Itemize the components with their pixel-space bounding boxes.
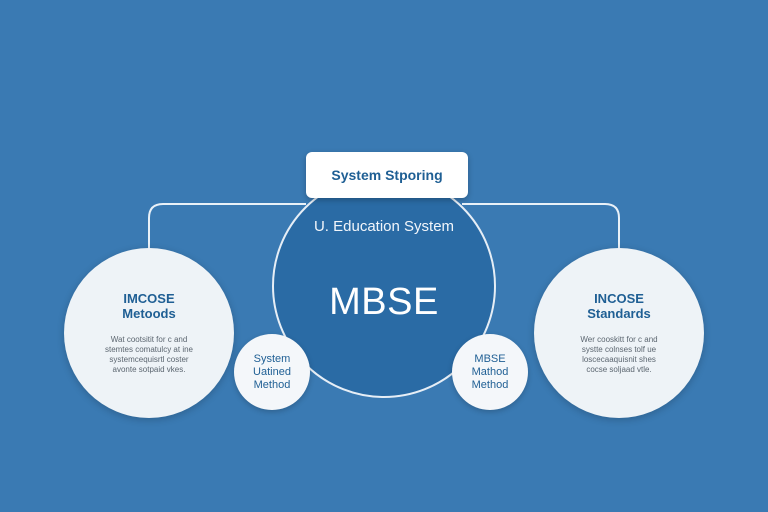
connector-left xyxy=(148,203,306,252)
right-node-body-line: systte colnses tolf ue xyxy=(581,345,657,354)
left-node-body-line: stemtes comatulcy at ine xyxy=(104,345,194,354)
right-node-incose: INCOSE Standards Wer cooskitt for c and … xyxy=(534,248,704,418)
left-node-imcose: IMCOSE Metoods Wat cootsitit for c and s… xyxy=(64,248,234,418)
left-node-body-line: systemcequisrtl coster xyxy=(109,355,189,364)
connector-right xyxy=(462,203,620,252)
small-left-line: Uatined xyxy=(253,365,291,378)
small-right-line: MBSE xyxy=(474,352,506,365)
right-node-title-line: Standards xyxy=(587,306,651,321)
left-node-body: Wat cootsitit for c and stemtes comatulc… xyxy=(93,335,205,375)
center-node-subtitle: U. Education System xyxy=(313,218,455,235)
right-node-body-line: cocse soljaad vtle. xyxy=(586,365,652,374)
small-node-system-method: System Uatined Method xyxy=(234,334,310,410)
left-node-title-line: IMCOSE xyxy=(123,291,175,306)
center-node-title: MBSE xyxy=(329,281,439,323)
small-right-line: Mathod xyxy=(471,365,509,378)
small-left-line: Method xyxy=(253,378,291,391)
top-label-box: System Stporing xyxy=(306,152,468,198)
right-node-title: INCOSE Standards xyxy=(587,291,651,321)
right-node-body-line: Wer cooskitt for c and xyxy=(580,335,658,344)
right-node-body-line: loscecaaquisnit shes xyxy=(582,355,656,364)
left-node-title: IMCOSE Metoods xyxy=(122,291,175,321)
small-left-line: System xyxy=(253,352,291,365)
right-node-body: Wer cooskitt for c and systte colnses to… xyxy=(563,335,675,375)
small-right-line: Method xyxy=(471,378,509,391)
left-node-body-line: Wat cootsitit for c and xyxy=(110,335,188,344)
left-node-body-line: avonte sotpaid vkes. xyxy=(112,365,186,374)
left-node-title-line: Metoods xyxy=(122,306,176,321)
small-node-mbse-method: MBSE Mathod Method xyxy=(452,334,528,410)
right-node-title-line: INCOSE xyxy=(594,291,644,306)
